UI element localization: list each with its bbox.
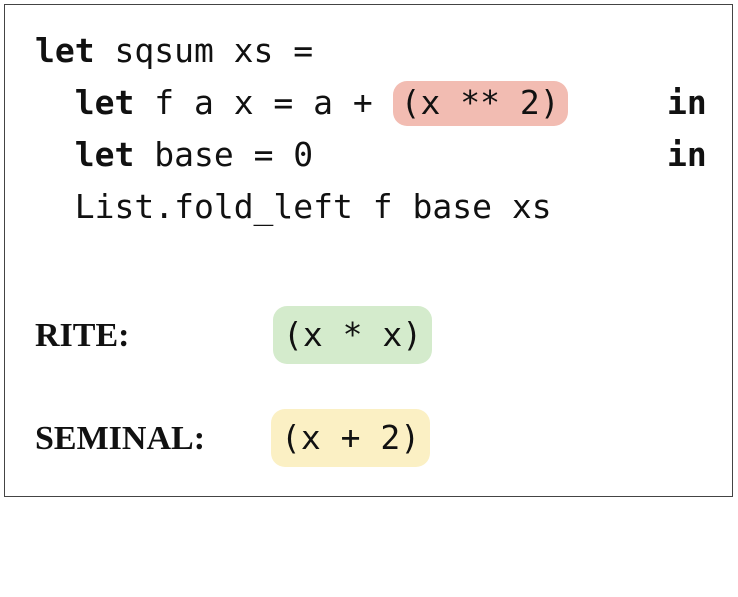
code-line-1: let sqsum xs = — [35, 25, 313, 77]
figure-frame: let sqsum xs = let f a x = a + (x ** 2) … — [4, 4, 733, 497]
error-highlight: (x ** 2) — [392, 81, 568, 126]
fix-expr-seminal: (x + 2) — [271, 409, 431, 467]
fix-label-rite: RITE: — [35, 317, 130, 354]
keyword-let: let — [35, 31, 95, 70]
code-text: sqsum xs = — [94, 31, 314, 70]
code-text: base = 0 — [134, 135, 314, 174]
indent — [35, 187, 75, 226]
fix-expr-rite: (x * x) — [273, 306, 433, 364]
keyword-in: in — [667, 135, 707, 174]
keyword-let: let — [74, 135, 135, 174]
indent — [35, 83, 75, 122]
code-line-4: List.fold_left f base xs — [35, 181, 552, 233]
keyword-in: in — [667, 83, 707, 122]
code-line-2: let f a x = a + (x ** 2) — [35, 77, 725, 129]
code-text: List.fold_left f base xs — [74, 187, 552, 226]
keyword-let: let — [74, 83, 135, 122]
indent — [35, 135, 75, 174]
code-text: f a x = a + — [134, 83, 393, 122]
fix-label-seminal: SEMINAL: — [35, 420, 206, 457]
code-block: let sqsum xs = let f a x = a + (x ** 2) … — [35, 25, 725, 235]
code-line-3: let base = 0 — [35, 129, 313, 181]
